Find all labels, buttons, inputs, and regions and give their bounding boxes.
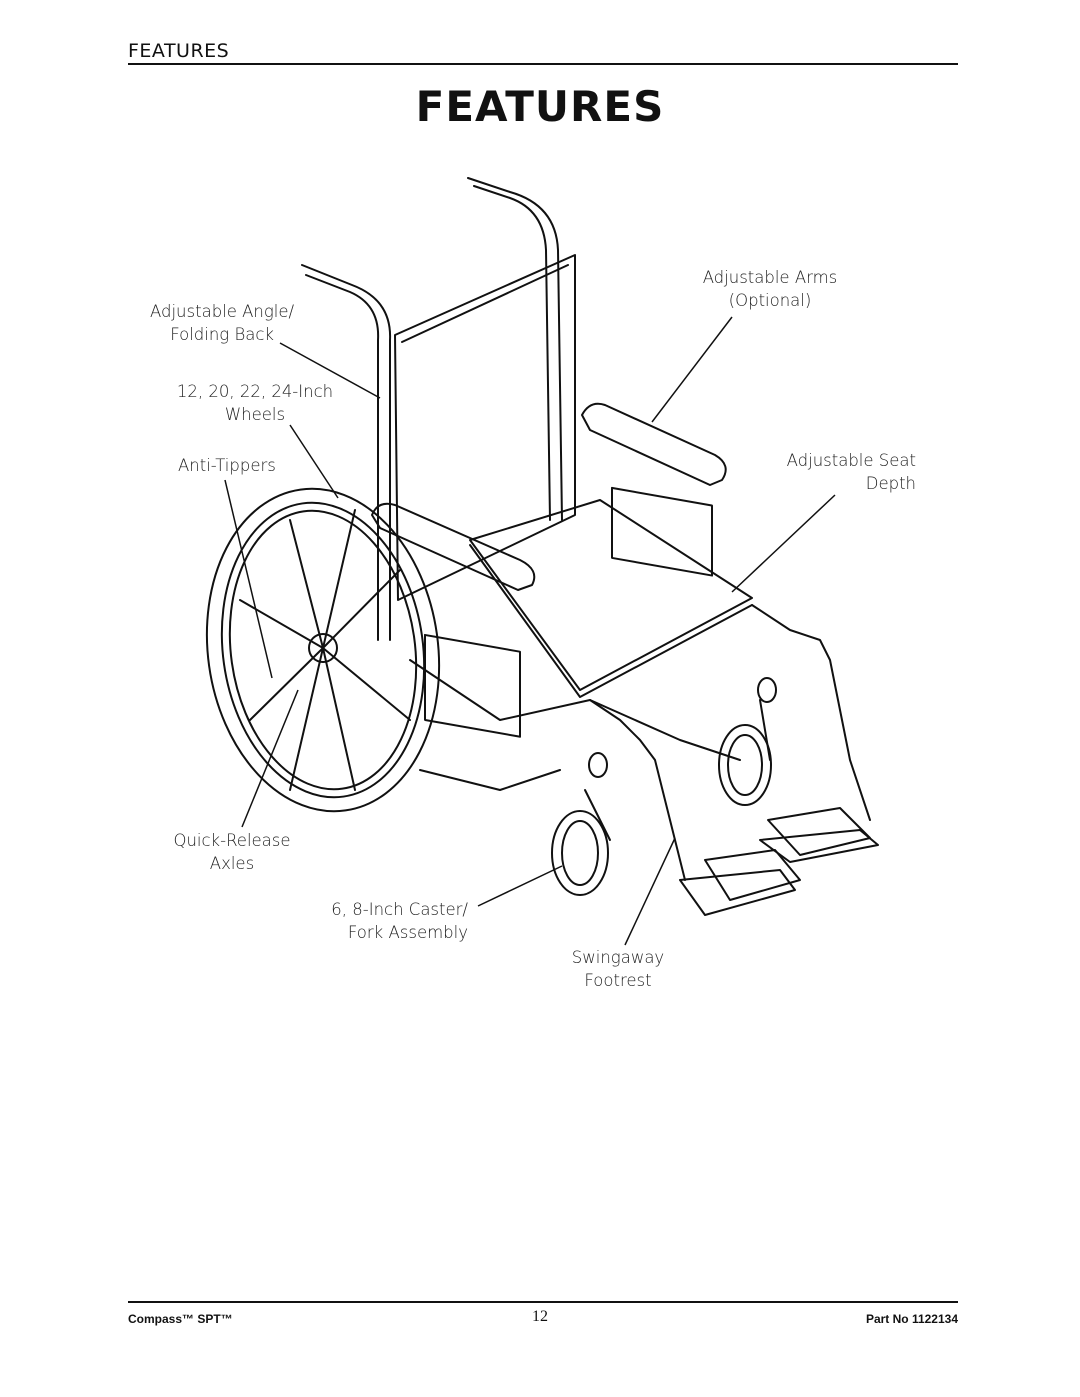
callout-line: 6, 8-Inch Caster/: [331, 900, 468, 919]
callout-adjustable-arms: Adjustable Arms (Optional): [695, 266, 845, 312]
callout-quick-release: Quick-Release Axles: [165, 829, 299, 875]
callout-line: (Optional): [728, 291, 812, 310]
part-number: Part No 1122134: [865, 1312, 958, 1326]
header-divider: [128, 63, 958, 65]
callout-line: Adjustable Angle/: [150, 302, 295, 321]
section-header: FEATURES: [128, 40, 230, 62]
callout-caster: 6, 8-Inch Caster/ Fork Assembly: [320, 898, 468, 944]
callout-line: Wheels: [224, 405, 286, 424]
footer-product-name: Compass™ SPT™: [128, 1312, 233, 1326]
callout-adjustable-seat: Adjustable Seat Depth: [770, 449, 916, 495]
callout-line: Axles: [209, 854, 255, 873]
callout-line: Quick-Release: [173, 831, 291, 850]
callout-line: Depth: [865, 474, 916, 493]
callout-line: Adjustable Seat: [786, 451, 916, 470]
callout-line: Footrest: [584, 971, 652, 990]
callout-line: 12, 20, 22, 24-Inch: [176, 382, 334, 401]
footer-divider: [128, 1301, 958, 1303]
callout-adjustable-angle: Adjustable Angle/ Folding Back: [150, 300, 295, 346]
callout-swingaway: Swingaway Footrest: [556, 946, 680, 992]
callout-line: Folding Back: [170, 325, 274, 344]
page-title: FEATURES: [415, 82, 665, 131]
page-number: 12: [532, 1308, 548, 1325]
callout-wheels: 12, 20, 22, 24-Inch Wheels: [170, 380, 340, 426]
callout-line: Swingaway: [571, 948, 665, 967]
callout-anti-tippers: Anti-Tippers: [178, 454, 276, 477]
callout-line: Fork Assembly: [347, 923, 468, 942]
callout-line: Anti-Tippers: [178, 456, 276, 475]
callout-line: Adjustable Arms: [702, 268, 838, 287]
